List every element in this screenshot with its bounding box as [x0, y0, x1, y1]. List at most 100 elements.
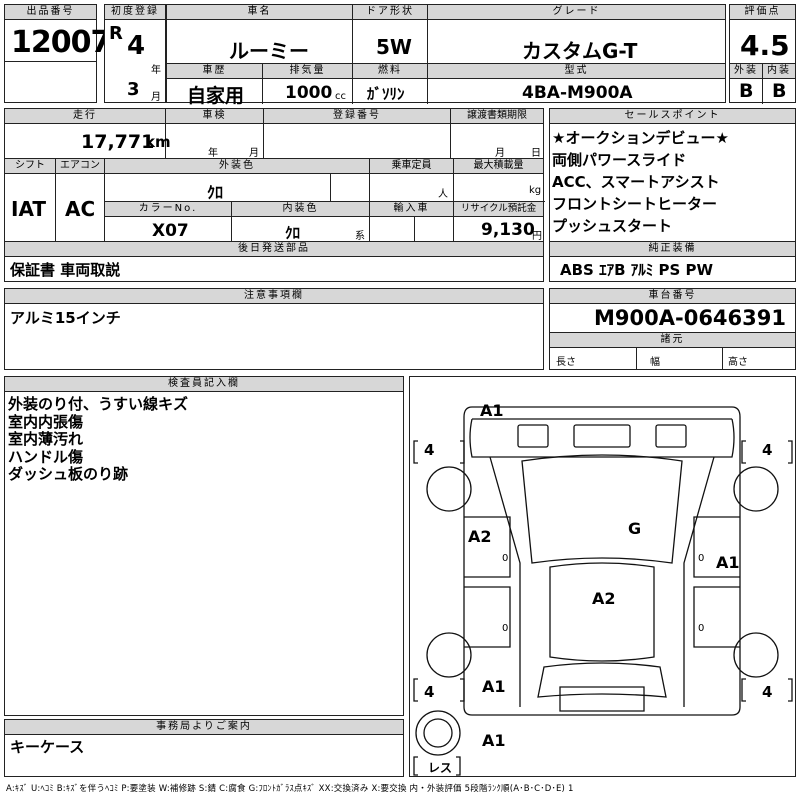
- wheel-front-left: [426, 466, 472, 512]
- mileage-label: 走行: [5, 109, 165, 124]
- reg-no-label: 登録番号: [264, 109, 450, 124]
- transfer-label: 譲渡書類期限: [451, 109, 543, 124]
- car-name: ルーミー: [229, 39, 309, 63]
- history-label: 車歴: [167, 64, 262, 79]
- ext-grade: B: [739, 80, 754, 102]
- inspector-note: 室内内張傷: [8, 412, 84, 431]
- door-mark-left-front: 0: [502, 553, 509, 564]
- fuel: ｶﾞｿﾘﾝ: [367, 85, 405, 103]
- windshield: [521, 454, 683, 564]
- max-load-label: 最大積載量: [454, 159, 543, 174]
- displacement: 1000: [285, 83, 333, 103]
- car-diagram: [413, 406, 793, 776]
- front-light-mid: [573, 424, 631, 448]
- shift: IAT: [11, 197, 47, 221]
- ext-color-label: 外装色: [105, 159, 369, 174]
- sales-point-item: フロントシートヒーター: [552, 195, 718, 213]
- sales-point-item: 両側パワースライド: [552, 151, 687, 169]
- later-parts-box: 後日発送部品 保証書 車両取説: [4, 241, 544, 282]
- car-name-label: 車名: [167, 5, 352, 20]
- int-grade: B: [772, 80, 787, 102]
- later-parts-label: 後日発送部品: [5, 242, 543, 257]
- sales-point-item: ACC、スマートアシスト: [552, 173, 720, 191]
- header-section: 出品番号 12007 初度登録 R 4 年 3 月 車名 ドア形状 グレード ル…: [4, 4, 796, 107]
- grade-label: グレード: [428, 5, 725, 20]
- tire-depth-rear-right: 4: [762, 683, 773, 701]
- int-label: 内装: [763, 64, 795, 79]
- reg-month: 3: [127, 79, 140, 100]
- spare-tire-label: レス: [428, 761, 453, 775]
- int-color-unit: 系: [355, 231, 365, 242]
- capacity-unit: 人: [438, 189, 448, 200]
- damage-mark-right: A1: [716, 553, 740, 572]
- front-light-left: [517, 424, 549, 448]
- inspector-note: 外装のり付、うすい線キズ: [8, 395, 189, 413]
- score: 4.5: [740, 29, 790, 62]
- score-label: 評価点: [730, 5, 795, 20]
- era: R: [109, 23, 123, 44]
- mileage-unit: km: [145, 133, 171, 151]
- tire-depth-front-right: 4: [762, 441, 773, 459]
- caution-box: 注意事項欄 アルミ15インチ: [4, 288, 544, 370]
- standard-eq-label: 純正装備: [550, 242, 795, 257]
- inspector-note: ダッシュ板のり跡: [8, 465, 129, 483]
- door-mark-left-rear: 0: [502, 623, 509, 634]
- length-label: 長さ: [556, 357, 576, 368]
- inspection-year-unit: 年: [208, 148, 218, 159]
- reg-year-unit: 年: [151, 65, 161, 76]
- damage-mark-left: A2: [468, 527, 492, 546]
- recycle-label: リサイクル預託金: [454, 202, 543, 217]
- damage-mark-rear: A1: [482, 677, 506, 696]
- sales-point-item: ★オークションデビュー★: [552, 129, 729, 147]
- int-color: ｸﾛ: [285, 224, 301, 242]
- history: 自家用: [187, 85, 245, 107]
- int-color-label: 内装色: [232, 202, 369, 217]
- capacity-label: 乗車定員: [370, 159, 453, 174]
- reg-year: 4: [127, 31, 146, 61]
- office-value: キーケース: [10, 738, 85, 756]
- roof: [549, 562, 655, 662]
- caution-label: 注意事項欄: [5, 289, 543, 304]
- spare-tire: [415, 710, 461, 756]
- mileage: 17,771: [81, 131, 155, 153]
- wheel-rear-right: [733, 632, 779, 678]
- car-diagram-box: A1 A2 G A1 A2 A1 A1 4 4 4 4 レス 0 0 0 0: [409, 376, 796, 777]
- lot-label: 出品番号: [5, 5, 96, 20]
- door-mark-right-rear: 0: [698, 623, 705, 634]
- shift-label: シフト: [5, 159, 55, 174]
- model: 4BA-M900A: [522, 83, 633, 103]
- later-parts-value: 保証書 車両取説: [10, 261, 121, 279]
- score-box: 評価点 4.5 外装 内装 B B: [729, 4, 796, 104]
- recycle-unit: 円: [532, 231, 542, 242]
- import-label: 輸入車: [370, 202, 453, 217]
- fuel-label: 燃料: [353, 64, 427, 79]
- tire-depth-front-left: 4: [424, 441, 435, 459]
- caution-value: アルミ15インチ: [10, 309, 121, 327]
- inspector-note: ハンドル傷: [8, 447, 84, 466]
- spec-label: 諸元: [550, 332, 795, 348]
- damage-mark-roof: A2: [592, 589, 616, 608]
- inspector-note: 室内薄汚れ: [8, 430, 84, 448]
- front-light-right: [655, 424, 687, 448]
- damage-mark-windshield: G: [628, 519, 642, 538]
- color-no: X07: [152, 221, 189, 241]
- height-label: 高さ: [728, 357, 748, 368]
- reg-month-unit: 月: [151, 92, 161, 103]
- door-mark-right-front: 0: [698, 553, 705, 564]
- sales-points-label: セールスポイント: [550, 109, 795, 124]
- wheel-rear-left: [426, 632, 472, 678]
- inspection-month-unit: 月: [249, 148, 259, 159]
- sales-points-box: セールスポイント ★オークションデビュー★ 両側パワースライド ACC、スマート…: [549, 108, 796, 242]
- model-label: 型式: [428, 64, 725, 79]
- color-no-label: カラーNo.: [105, 202, 231, 217]
- standard-eq-value: ABS ｴｱB ｱﾙﾐ PS PW: [560, 261, 714, 279]
- chassis-label: 車台番号: [550, 289, 795, 304]
- spec-grid: 走行 車検 登録番号 譲渡書類期限 17,771 km 年 月 月 日 シフト …: [4, 108, 545, 243]
- transfer-month-unit: 月: [495, 148, 505, 159]
- damage-mark-spare: A1: [482, 731, 506, 750]
- chassis-number: M900A-0646391: [594, 306, 786, 330]
- car-body-outline: [463, 406, 741, 716]
- grade: カスタムG-T: [522, 39, 638, 63]
- transfer-day-unit: 日: [531, 148, 541, 159]
- max-load-unit: kg: [529, 185, 542, 196]
